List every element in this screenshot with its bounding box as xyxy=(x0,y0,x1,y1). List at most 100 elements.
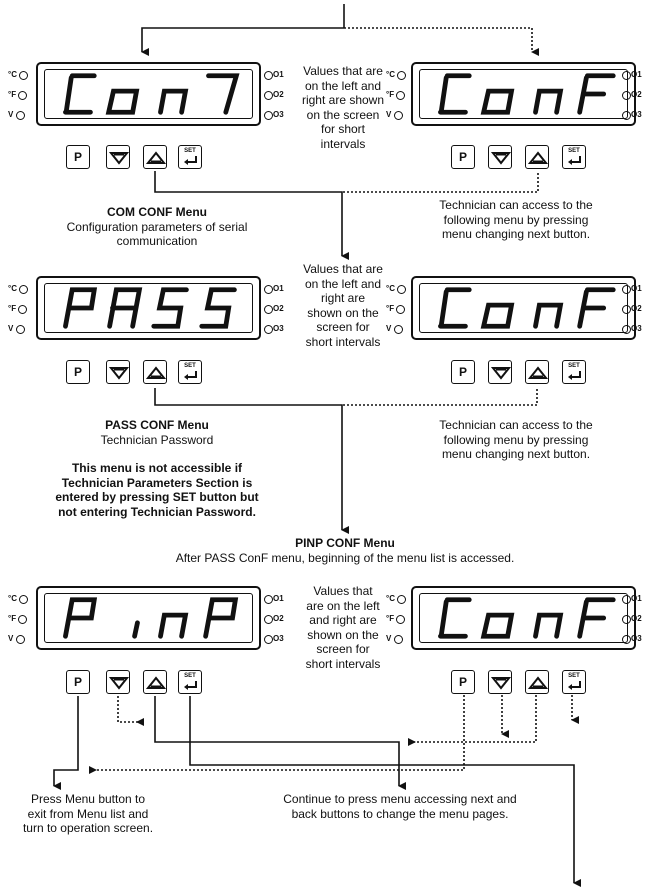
led-icon xyxy=(393,110,403,120)
led-icon xyxy=(18,90,28,100)
technician-note-2: Technician can access to the following m… xyxy=(392,418,640,462)
led-icon xyxy=(19,70,29,80)
celsius-label: °C xyxy=(8,594,17,603)
output-label: O3 xyxy=(273,324,284,334)
display-screen xyxy=(44,69,253,119)
note-line: right are xyxy=(320,291,366,305)
celsius-label: °C xyxy=(8,70,17,79)
p-button-label: P xyxy=(73,365,82,379)
set-button-label: SET xyxy=(568,673,580,679)
output-label: O2 xyxy=(273,614,284,624)
note-line: following menu by pressing xyxy=(443,212,589,227)
pass-conf-description: PASS CONF Menu Technician Password xyxy=(12,418,302,447)
up-button[interactable] xyxy=(525,360,549,384)
up-arrow-icon xyxy=(145,151,167,164)
set-button[interactable]: SET xyxy=(562,360,586,384)
down-arrow-icon xyxy=(490,677,512,690)
pinp-conf-description: PINP CONF Menu After PASS ConF menu, beg… xyxy=(60,536,630,565)
down-button[interactable] xyxy=(106,145,130,169)
access-warning: This menu is not accessible if Technicia… xyxy=(12,461,302,519)
note-line: shown on the xyxy=(307,305,379,320)
pass-conf-title: PASS CONF Menu xyxy=(105,418,209,432)
up-button[interactable] xyxy=(525,670,549,694)
p-button[interactable]: P xyxy=(66,670,90,694)
fahrenheit-label: °F xyxy=(386,304,395,314)
up-button[interactable] xyxy=(143,145,167,169)
description-line: communication xyxy=(116,234,198,248)
down-button[interactable] xyxy=(488,145,512,169)
seven-segment-readout xyxy=(63,73,240,115)
led-icon xyxy=(264,70,273,80)
up-button[interactable] xyxy=(143,670,167,694)
led-icon xyxy=(19,594,29,604)
right-indicators: O1 O2 O3 xyxy=(264,70,284,120)
down-button[interactable] xyxy=(106,360,130,384)
display-panel-conf xyxy=(411,276,636,340)
note-line: right are shown xyxy=(301,93,385,107)
down-button[interactable] xyxy=(106,670,130,694)
set-button[interactable]: SET xyxy=(178,670,202,694)
led-icon xyxy=(264,614,273,624)
p-button[interactable]: P xyxy=(451,670,475,694)
down-button[interactable] xyxy=(488,360,512,384)
led-icon xyxy=(264,110,273,120)
set-button-label: SET xyxy=(184,148,196,154)
led-icon xyxy=(396,90,406,100)
output-label: O3 xyxy=(631,324,642,334)
output-label: O3 xyxy=(631,110,642,120)
p-button[interactable]: P xyxy=(66,360,90,384)
led-icon xyxy=(19,284,29,294)
led-icon xyxy=(264,594,273,604)
set-button[interactable]: SET xyxy=(178,360,202,384)
p-button-label: P xyxy=(73,150,82,164)
right-indicators: O1 O2 O3 xyxy=(264,284,284,334)
led-icon xyxy=(397,284,407,294)
set-button[interactable]: SET xyxy=(562,145,586,169)
volt-label: V xyxy=(8,110,14,120)
middle-note-2: Values that are on the left and right ar… xyxy=(272,262,414,349)
led-icon xyxy=(396,304,406,314)
com-conf-title: COM CONF Menu xyxy=(107,205,207,219)
down-button[interactable] xyxy=(488,670,512,694)
note-line: Press Menu button to xyxy=(30,792,146,806)
led-icon xyxy=(393,324,403,334)
up-button[interactable] xyxy=(525,145,549,169)
right-indicators: O1 O2 O3 xyxy=(264,594,284,644)
display-screen xyxy=(44,283,253,333)
set-button-label: SET xyxy=(568,148,580,154)
led-icon xyxy=(18,614,28,624)
fahrenheit-label: °F xyxy=(8,90,17,100)
description-line: After PASS ConF menu, beginning of the m… xyxy=(175,550,515,565)
note-line: screen for xyxy=(316,320,370,334)
up-button[interactable] xyxy=(143,360,167,384)
set-button[interactable]: SET xyxy=(562,670,586,694)
description-line: Configuration parameters of serial xyxy=(66,219,248,234)
p-button-label: P xyxy=(458,150,467,164)
seven-segment-readout xyxy=(438,287,616,329)
celsius-label: °C xyxy=(386,284,395,293)
led-icon xyxy=(393,634,403,644)
note-line: are on the left xyxy=(306,598,380,613)
note-line: short intervals xyxy=(305,334,381,349)
led-icon xyxy=(622,284,631,294)
down-arrow-icon xyxy=(108,152,130,165)
display-screen xyxy=(419,593,628,643)
up-arrow-icon xyxy=(527,676,549,689)
set-button-label: SET xyxy=(184,363,196,369)
note-line: Continue to press menu accessing next an… xyxy=(283,792,517,806)
enter-arrow-icon xyxy=(568,371,581,380)
display-screen xyxy=(419,69,628,119)
p-button[interactable]: P xyxy=(66,145,90,169)
note-line: on the left and xyxy=(304,78,382,93)
led-icon xyxy=(622,110,631,120)
up-arrow-icon xyxy=(527,366,549,379)
p-button[interactable]: P xyxy=(451,360,475,384)
fahrenheit-label: °F xyxy=(8,304,17,314)
set-button[interactable]: SET xyxy=(178,145,202,169)
led-icon xyxy=(264,324,273,334)
p-button[interactable]: P xyxy=(451,145,475,169)
led-icon xyxy=(264,634,273,644)
volt-label: V xyxy=(8,324,14,334)
right-indicators: O1 O2 O3 xyxy=(622,594,642,644)
enter-arrow-icon xyxy=(184,371,197,380)
